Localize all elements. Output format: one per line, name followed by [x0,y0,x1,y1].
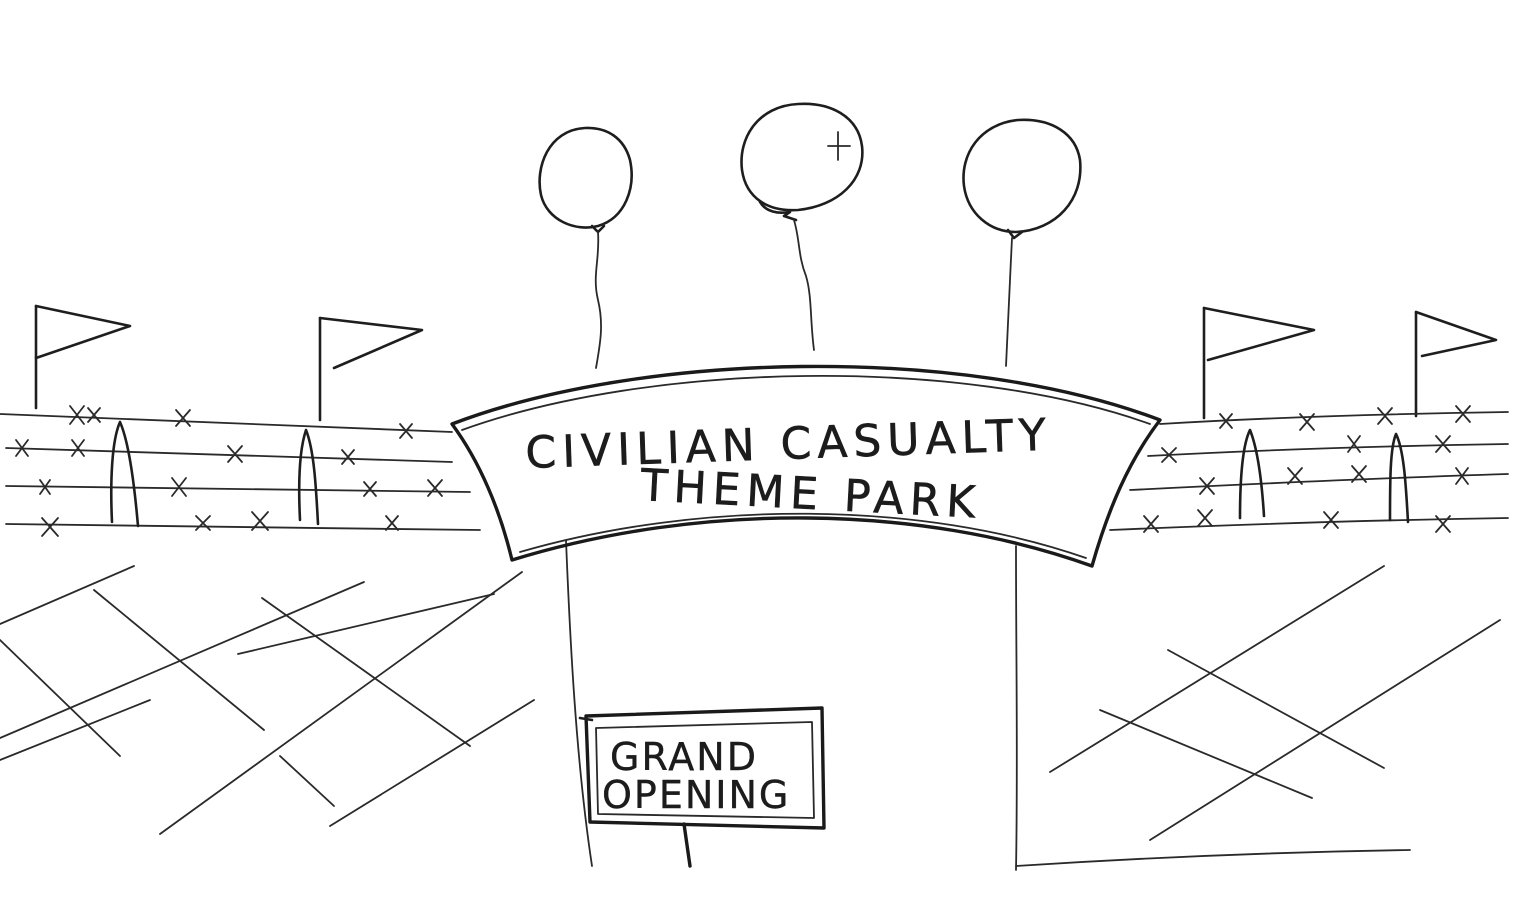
balloon-right [962,118,1082,367]
barbed-wire-fence-right [1109,405,1509,533]
flag-2-icon [318,316,424,422]
flag-1-icon [34,304,132,410]
sign-line2: OPENING [602,773,790,817]
chain-link-fence-left [0,565,535,835]
sign-line1: GRAND [610,735,758,779]
flags-right [1202,306,1498,420]
flag-4-icon [1414,310,1498,418]
balloons [538,102,1082,369]
flags-left [34,304,424,422]
chain-link-fence-right [1049,565,1501,841]
gate-pillars [565,539,1411,871]
grand-opening-sign: GRAND OPENING [578,706,826,868]
barbed-wire-fence-left [0,405,481,537]
balloon-middle [740,102,864,351]
entrance-banner: CIVILIAN CASUALTY THEME PARK [450,364,1162,568]
balloon-shine-icon [827,131,851,161]
balloon-left [538,126,633,369]
flag-3-icon [1202,306,1316,420]
